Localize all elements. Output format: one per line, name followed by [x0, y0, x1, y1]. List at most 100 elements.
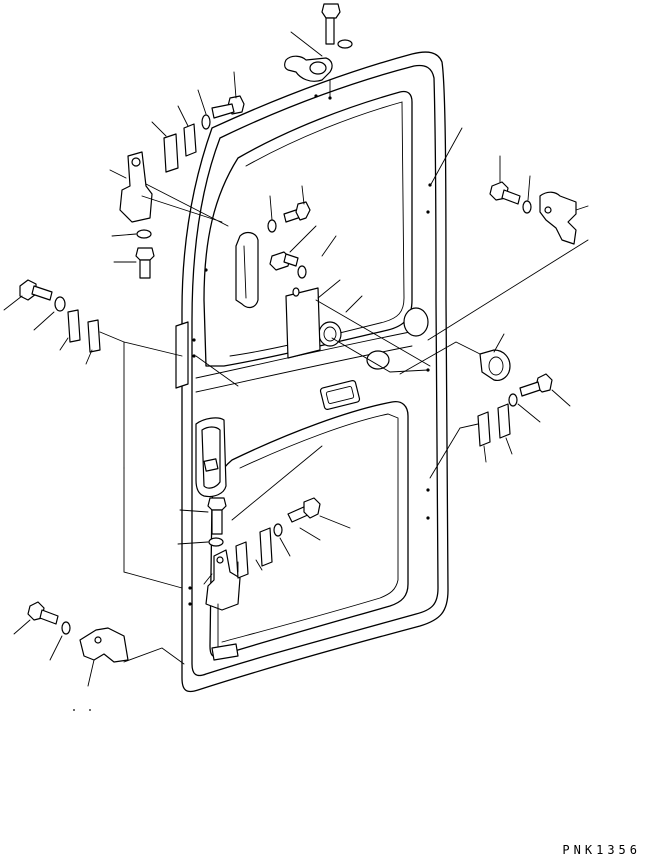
drawing-code: PNK1356: [562, 843, 641, 857]
washer-upper-lower: [136, 229, 152, 239]
hex-bolt-left-shank: [31, 285, 53, 301]
washer-bottom-left: [61, 621, 71, 635]
hex-bolt-bottom-left-shank: [39, 609, 59, 625]
leader-stopper-line: [399, 341, 481, 375]
mount-hole: [426, 488, 430, 492]
washer-lower-vertical: [208, 537, 224, 547]
shim-plate-right-1: [477, 411, 491, 447]
shim-plate-right-2: [497, 403, 511, 439]
hex-bolt-lower-vertical-shank: [211, 509, 223, 535]
washer-right: [522, 200, 532, 214]
assist-handle-edge: [243, 245, 247, 299]
right-stopper-assembly: [399, 333, 571, 479]
hinge-bracket-upper: [119, 151, 153, 223]
round-cover: [403, 307, 429, 337]
leader-lower-bracket: [203, 573, 213, 585]
hex-bolt-centre-2-shank: [283, 253, 299, 267]
reference-mark: [73, 709, 75, 711]
hex-bolt-stopper-shank: [519, 381, 541, 397]
lower-trim-panel: [209, 400, 409, 658]
leader-centre-2: [289, 225, 317, 253]
leader-washer-lower: [111, 233, 137, 237]
shim-plate-lower-2: [259, 527, 273, 567]
upper-left-hinge-assembly: [109, 71, 245, 279]
leader-grommet-line: [331, 337, 429, 373]
door-inner-frame: [191, 64, 439, 677]
hex-bolt-lower-vertical: [207, 497, 227, 511]
leader-lower-shim-2: [255, 559, 263, 571]
mount-hole: [426, 516, 430, 520]
leader-left-shim-2: [85, 349, 93, 365]
hinge-strip: [175, 321, 189, 389]
leader-lower-to-panel: [231, 445, 323, 521]
leader-lower-vertical: [179, 509, 209, 513]
hex-bolt-top: [321, 3, 341, 19]
leader-right-washer: [527, 175, 531, 201]
grommet-upper: [318, 321, 342, 347]
washer-centre-1: [267, 219, 277, 233]
grommet-lower: [366, 350, 390, 370]
hex-bolt-top-shank: [325, 17, 335, 45]
leader-centre-1: [301, 185, 305, 205]
leader-hinge-shim-1: [177, 105, 189, 127]
lower-trim-inner-edge: [221, 413, 399, 643]
hinge-bracket-lower-pin: [216, 556, 224, 564]
leader-stopper: [493, 333, 505, 353]
door-stopper-face: [488, 356, 504, 376]
striker-bracket-top-boss: [309, 61, 327, 75]
bottom-left-hinge-assembly: [13, 601, 185, 711]
hex-bolt-upper-hinge-shank: [211, 103, 235, 119]
lower-hinge-assembly: [177, 445, 351, 661]
leader-bottom-bracket: [87, 659, 95, 687]
leader-stopper-bolt: [551, 389, 571, 407]
washer-upper-hinge: [201, 114, 211, 130]
leader-left-washer: [33, 311, 55, 331]
leader-bottom-washer: [49, 635, 63, 661]
leader-bottom-bolt: [13, 619, 31, 635]
interior-fastener-group: [267, 185, 431, 373]
hex-bolt-right-shank: [501, 189, 521, 205]
washer-centre-2: [297, 265, 307, 279]
shim-plate-left-1: [67, 309, 81, 343]
window-opening: [203, 90, 413, 367]
latch-striker-pin: [544, 206, 552, 214]
assist-handle: [235, 231, 259, 309]
top-striker-assembly: [284, 3, 353, 99]
reference-mark: [89, 709, 91, 711]
handle-recess-inner: [201, 426, 221, 489]
shim-plate-lower-1: [235, 541, 249, 579]
mount-hole: [188, 602, 192, 606]
hex-bolt-vertical: [135, 247, 155, 261]
leader-centre-4: [317, 279, 341, 299]
washer-centre-3: [292, 287, 300, 297]
hinge-bracket-upper-pin: [131, 157, 141, 167]
leader-hinge-washer: [197, 89, 207, 115]
door-stopper: [479, 349, 511, 381]
leader-top-bolt: [290, 31, 323, 57]
mount-hole: [314, 94, 318, 98]
latch-lever: [203, 458, 219, 472]
grip-slot: [319, 380, 361, 410]
leader-right-frame: [429, 127, 463, 187]
washer-top: [337, 39, 353, 49]
hinge-bracket-bottom: [79, 627, 129, 663]
leader-lower-bolt-h2: [319, 515, 351, 529]
hinge-bracket-bottom-pin: [94, 636, 102, 644]
hex-bolt-lower-horizontal-head: [303, 497, 321, 519]
washer-left: [54, 296, 66, 312]
mount-hole: [192, 338, 196, 342]
leader-centre-5: [345, 295, 363, 313]
lower-bracket-foot: [211, 643, 239, 661]
leader-centre-3: [321, 235, 337, 257]
leader-hinge-shim-2: [151, 121, 167, 137]
mount-hole: [204, 268, 208, 272]
leader-lower-washer-h: [279, 537, 291, 557]
leader-left-bolt: [3, 295, 23, 311]
shim-plate-left-2: [87, 319, 101, 353]
hinge-upper-guide-line: [141, 183, 229, 227]
leader-hinge-bolt: [233, 71, 237, 99]
left-middle-hinge-assembly: [3, 279, 239, 661]
shim-plate-upper-2: [163, 133, 179, 173]
